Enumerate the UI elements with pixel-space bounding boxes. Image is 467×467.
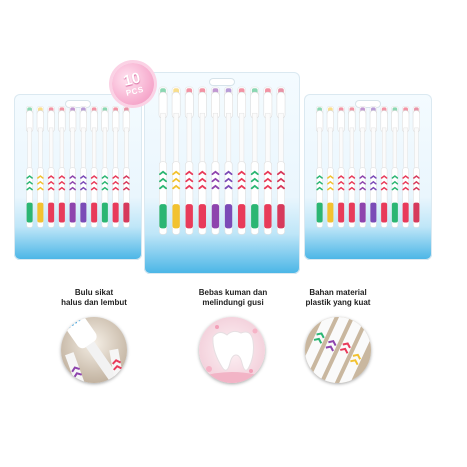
toothbrush	[184, 86, 194, 235]
feature-line2: melindungi gusi	[202, 298, 264, 307]
toothbrush	[401, 105, 410, 228]
toothbrush	[68, 105, 77, 228]
teeth-gum-photo-icon	[199, 317, 265, 383]
feature-label-soft-bristles: Bulu sikat halus dan lembut	[24, 288, 164, 308]
toothbrush-row-left	[25, 105, 131, 228]
feature-line1: Bulu sikat	[74, 288, 114, 297]
toothbrush	[47, 105, 55, 228]
toothbrush	[90, 105, 98, 228]
toothbrush	[412, 105, 421, 228]
feature-label-strong-plastic: Bahan material plastik yang kuat	[268, 288, 408, 308]
feature-line1: Bahan material	[309, 288, 367, 297]
hang-hole	[355, 100, 381, 108]
toothbrush	[391, 105, 399, 228]
toothbrush	[171, 86, 181, 235]
toothbrush	[358, 105, 367, 228]
toothbrush	[25, 105, 34, 228]
toothbrush-pack-center	[144, 72, 300, 274]
toothbrush	[158, 86, 168, 235]
toothbrush	[101, 105, 109, 228]
toothbrush	[122, 105, 131, 228]
toothbrush-row-right	[315, 105, 421, 228]
toothbrush	[36, 105, 45, 228]
hang-hole	[65, 100, 91, 108]
feature-line2: plastik yang kuat	[305, 298, 371, 307]
toothbrush	[250, 86, 260, 235]
toothbrush	[326, 105, 335, 228]
toothbrush	[348, 105, 356, 228]
toothbrush	[211, 86, 220, 235]
toothbrush-pack-right	[304, 94, 432, 260]
toothbrush	[315, 105, 324, 228]
toothbrush	[224, 86, 233, 235]
toothbrush	[79, 105, 88, 228]
feature-line1: Bebas kuman dan	[198, 288, 268, 297]
toothbrush	[263, 86, 273, 235]
feature-label-gum-protection: Bebas kuman dan melindungi gusi	[163, 288, 303, 308]
toothbrush-row-center	[158, 86, 286, 235]
toothbrush	[369, 105, 378, 228]
toothbrush-pack-left	[14, 94, 142, 260]
toothbrush	[276, 86, 286, 235]
toothbrush	[337, 105, 345, 228]
toothbrush	[58, 105, 66, 228]
hang-hole	[209, 78, 235, 86]
toothbrush-bristles-photo-icon	[61, 317, 127, 383]
toothbrush	[197, 86, 207, 235]
feature-line2: halus dan lembut	[61, 298, 127, 307]
toothbrush	[237, 86, 247, 235]
toothbrush	[380, 105, 388, 228]
toothbrush	[111, 105, 120, 228]
toothbrush-handles-photo-icon	[305, 317, 371, 383]
